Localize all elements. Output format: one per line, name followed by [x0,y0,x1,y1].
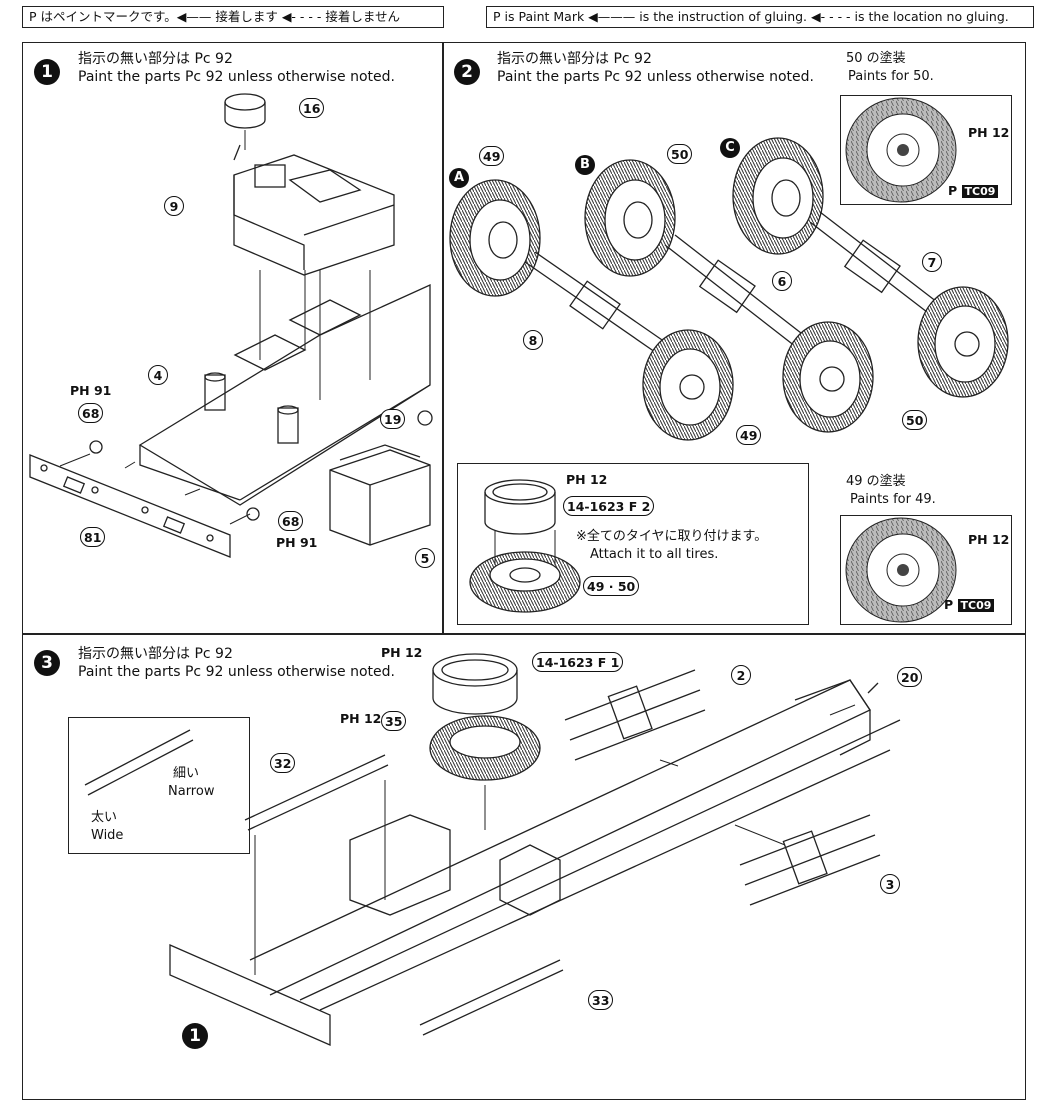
part-16-callout: 16 [299,98,325,118]
paint-mark-ph91-left: PH 91 [70,383,112,398]
inset-wide-jp: 太い [91,810,118,825]
spring-inset-box [68,717,250,854]
inset-narrow-jp: 細い [173,766,200,781]
letter-b-marker: B [575,155,595,175]
chassis-part-4 [138,283,431,506]
wheel-lower-1 [642,329,734,441]
engine-part-9 [224,93,395,276]
part-3-callout: 3 [880,874,900,894]
tire-insert-parts: 49 · 50 [583,576,640,596]
part-49-upper-callout: 49 [479,146,505,166]
axle-a [524,251,666,353]
paint-49-mark-p: P TC09 [944,597,995,612]
part-50-lower-callout: 50 [902,410,928,430]
tire-insert-box [457,463,809,625]
step-3-number: 3 [34,650,60,676]
part-35-mark-ph12: PH 12 [340,711,382,726]
step-2-number: 2 [454,59,480,85]
wheel-b-upper [584,159,676,277]
step-2-instruction-jp: 指示の無い部分は Pc 92 [497,51,652,67]
tire-insert-diagram [469,479,581,613]
wheel-a-upper [449,179,541,297]
inset-narrow-en: Narrow [168,784,215,799]
part-32-callout: 32 [270,753,296,773]
step-1-instruction-en: Paint the parts Pc 92 unless otherwise n… [78,69,395,85]
part-9-callout: 9 [164,196,184,216]
part-33-callout: 33 [588,990,614,1010]
tire-insert-code: 14-1623 F 2 [563,496,655,516]
inset-wide-en: Wide [91,828,124,843]
axle-b [664,234,811,351]
legend-english: P is Paint Mark ◀——— is the instruction … [486,6,1034,28]
paint-50-mark-p: P TC09 [948,183,999,198]
part-4-callout: 4 [148,365,168,385]
part-50-upper-callout: 50 [667,144,693,164]
part-7-callout: 7 [922,252,942,272]
chassis-frame-step3 [169,679,901,1046]
leaf-spring-2 [564,669,706,761]
tire-insert-mark-ph12: PH 12 [566,472,608,487]
spare-tire-35 [429,653,541,781]
wheel-lower-2 [782,321,874,433]
step-2-instruction-en: Paint the parts Pc 92 unless otherwise n… [497,69,814,85]
part-49-lower-callout: 49 [736,425,762,445]
tire-insert-note-en: Attach it to all tires. [590,547,719,562]
part-81-callout: 81 [80,527,106,547]
wheel-lower-3 [917,286,1009,398]
subassembly-1-marker: 1 [182,1023,208,1049]
paint-49-title-jp: 49 の塗装 [846,474,906,489]
step-1-instruction-jp: 指示の無い部分は Pc 92 [78,51,233,67]
part-35-callout: 35 [381,711,407,731]
horizontal-divider [22,633,1026,635]
vertical-divider [442,42,444,634]
wheel-50-detail-icon [845,97,957,203]
wheel-49-detail-icon [845,517,957,623]
letter-a-marker: A [449,168,469,188]
paint-50-mark-ph12: PH 12 [968,125,1010,140]
step-3-instruction-en: Paint the parts Pc 92 unless otherwise n… [78,664,395,680]
paint-50-p-label: P [948,183,958,198]
part-2-callout: 2 [731,665,751,685]
spring-inset [84,729,194,796]
paint-mark-ph91-right: PH 91 [276,535,318,550]
paint-49-mark-ph12: PH 12 [968,532,1010,547]
legend-japanese: P はペイントマークです。◀—— 接着します ◀- - - - 接着しません [22,6,444,28]
step-3-mark-ph12: PH 12 [381,645,423,660]
battery-part-5 [329,444,431,546]
part-19-callout: 19 [380,409,406,429]
axle-c [809,211,951,323]
paint-50-title-en: Paints for 50. [848,69,934,84]
part-68-right-callout: 68 [278,511,304,531]
paint-49-tc09: TC09 [957,599,995,612]
part-20-callout: 20 [897,667,923,687]
leaf-spring-32 [244,754,389,831]
part-8-callout: 8 [523,330,543,350]
tire-insert-note-jp: ※全てのタイヤに取り付けます。 [576,529,768,544]
letter-c-marker: C [720,138,740,158]
paint-49-p-label: P [944,597,954,612]
bumper-part-81 [29,454,231,558]
leaf-spring-3 [739,814,881,906]
step-3-code: 14-1623 F 1 [532,652,624,672]
step-1-number: 1 [34,59,60,85]
leaf-spring-33 [419,959,564,1036]
instruction-frame [22,42,1026,1100]
paint-50-title-jp: 50 の塗装 [846,51,906,66]
wheel-c-upper [732,137,824,255]
part-6-callout: 6 [772,271,792,291]
part-5-callout: 5 [415,548,435,568]
paint-49-title-en: Paints for 49. [850,492,936,507]
part-68-left-callout: 68 [78,403,104,423]
step-3-instruction-jp: 指示の無い部分は Pc 92 [78,646,233,662]
paint-50-tc09: TC09 [961,185,999,198]
